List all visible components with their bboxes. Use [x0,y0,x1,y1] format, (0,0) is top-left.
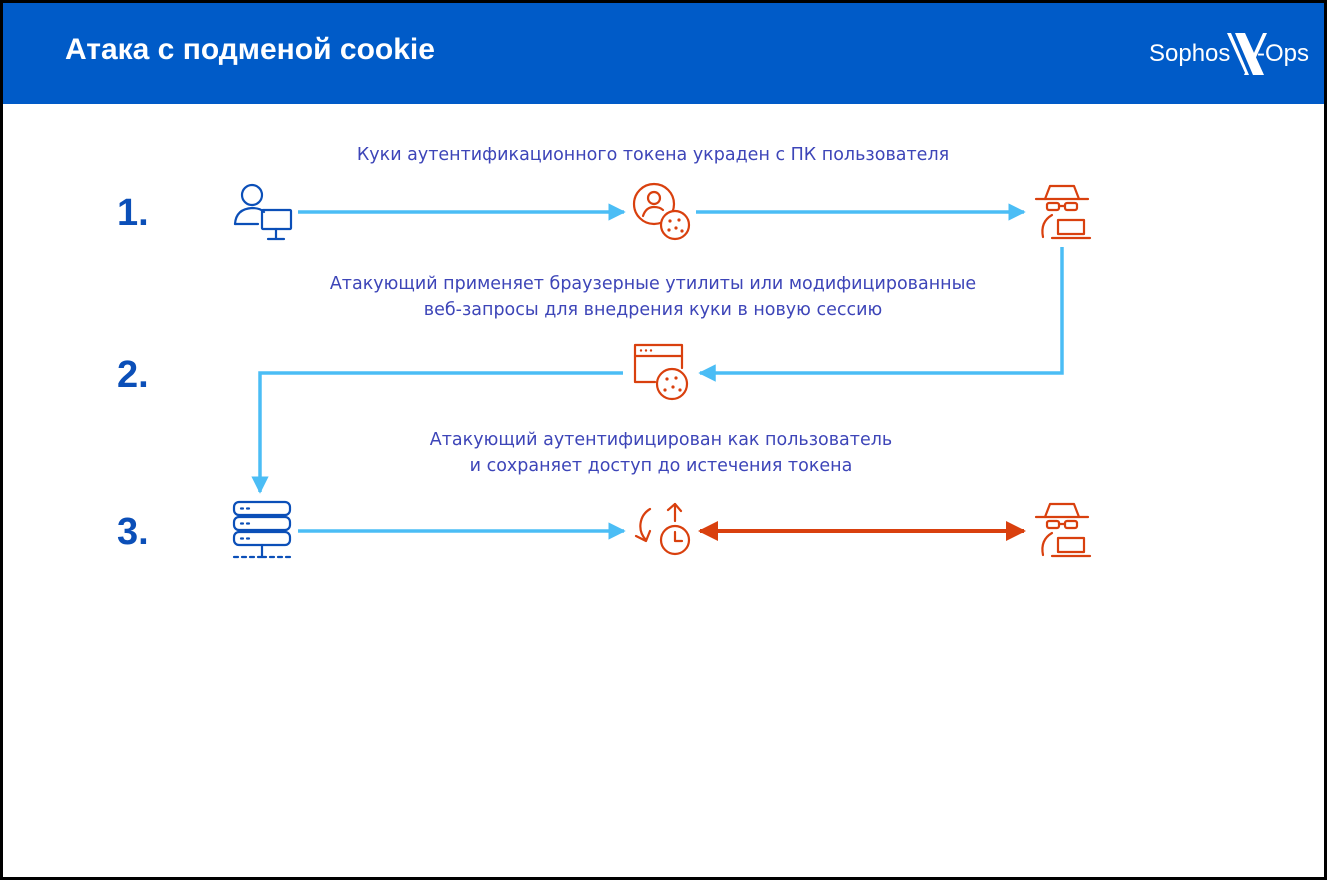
step-3-caption-line-1: Атакующий аутентифицирован как пользоват… [429,430,893,450]
step-1-caption: Куки аутентификационного токена украден … [303,142,1003,168]
arrow-browser-to-server [251,371,623,494]
step-1-caption-line: Куки аутентификационного токена украден … [356,145,950,165]
svg-text:Sophos: Sophos [1149,40,1230,67]
server-icon [232,500,292,559]
step-2-caption-line-1: Атакующий применяет браузерные утилиты и… [329,274,977,294]
hacker-laptop-icon [1034,184,1092,240]
page-title: Атака с подменой cookie [65,33,435,66]
step-number-2: 2. [117,354,149,396]
svg-text:-Ops: -Ops [1257,40,1309,67]
browser-cookie-icon [633,343,689,401]
slide: Атака с подменой cookie Sophos -Ops 1. 2… [3,3,1324,877]
hacker-laptop-icon [1034,502,1092,558]
header-bar: Атака с подменой cookie Sophos -Ops [3,3,1324,104]
flow-diagram [232,182,1092,559]
sophos-xops-logo: Sophos -Ops [1149,33,1309,75]
step-number-3: 3. [117,511,149,553]
arrow-attacker-to-browser [698,247,1064,382]
session-clock-icon [634,502,691,556]
step-number-1: 1. [117,192,149,234]
step-3-caption: Атакующий аутентифицирован как пользоват… [311,427,1011,479]
step-2-caption: Атакующий применяет браузерные утилиты и… [303,271,1003,323]
step-3-caption-line-2: и сохраняет доступ до истечения токена [469,456,853,476]
user-computer-icon [233,183,293,241]
step-2-caption-line-2: веб-запросы для внедрения куки в новую с… [423,300,883,320]
x-mark-icon [1227,33,1267,75]
cookie-identity-icon [632,182,691,241]
